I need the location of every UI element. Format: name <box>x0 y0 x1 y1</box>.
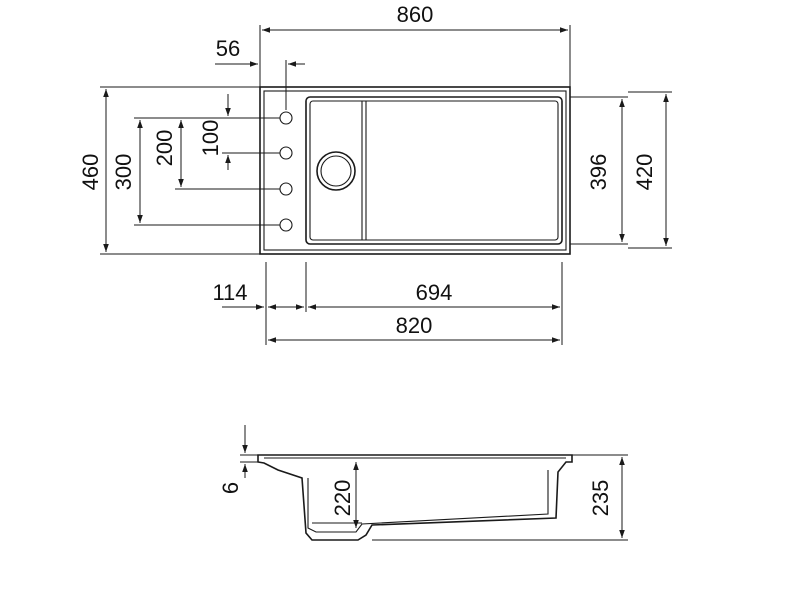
tap-hole-1 <box>279 111 293 125</box>
drain-hole-inner <box>320 155 352 187</box>
label-overall-width: 860 <box>397 2 434 27</box>
bowl-outline <box>305 96 563 245</box>
label-tap-spacing-200: 200 <box>152 130 177 167</box>
bowl-inner-outline <box>309 100 559 241</box>
dim-cutout-width: 820 <box>268 313 560 343</box>
label-rim-thickness: 6 <box>218 482 243 494</box>
sink-profile <box>257 454 573 541</box>
dim-tap-offset: 56 <box>215 36 305 110</box>
label-overall-depth: 460 <box>78 154 103 191</box>
drain-hole <box>316 151 356 191</box>
tap-hole-2 <box>279 146 293 160</box>
label-cutout-width: 820 <box>396 313 433 338</box>
dim-overall-depth: 460 <box>78 86 260 255</box>
label-bowl-width: 694 <box>416 280 453 305</box>
label-bowl-height: 220 <box>330 480 355 517</box>
dim-drainer-bowl-widths: 114 694 <box>212 262 563 345</box>
dim-tap-spacing-100: 100 <box>198 94 280 170</box>
dim-overall-height: 235 <box>372 454 628 541</box>
sink-outer-outline <box>259 86 571 255</box>
sink-profile-inner <box>264 457 566 533</box>
label-depth-420: 420 <box>632 154 657 191</box>
tap-hole-4 <box>279 218 293 232</box>
top-view <box>259 86 571 255</box>
label-drainer-width: 114 <box>212 280 247 305</box>
sink-rim-outline <box>263 90 567 251</box>
tap-hole-3 <box>279 182 293 196</box>
label-tap-spacing-100: 100 <box>198 120 223 157</box>
label-tap-spacing-300: 300 <box>111 154 136 191</box>
dim-tap-spacing-300: 300 <box>111 117 280 226</box>
dim-bowl-depth-396: 396 <box>570 96 628 245</box>
label-overall-height: 235 <box>588 480 613 517</box>
dim-bowl-height: 220 <box>330 462 359 528</box>
label-bowl-depth-396: 396 <box>586 154 611 191</box>
label-tap-offset: 56 <box>216 36 240 61</box>
side-view <box>257 454 573 541</box>
dim-overall-width: 860 <box>259 2 571 87</box>
dim-rim-thickness: 6 <box>218 425 260 494</box>
dim-depth-420: 420 <box>628 91 672 249</box>
